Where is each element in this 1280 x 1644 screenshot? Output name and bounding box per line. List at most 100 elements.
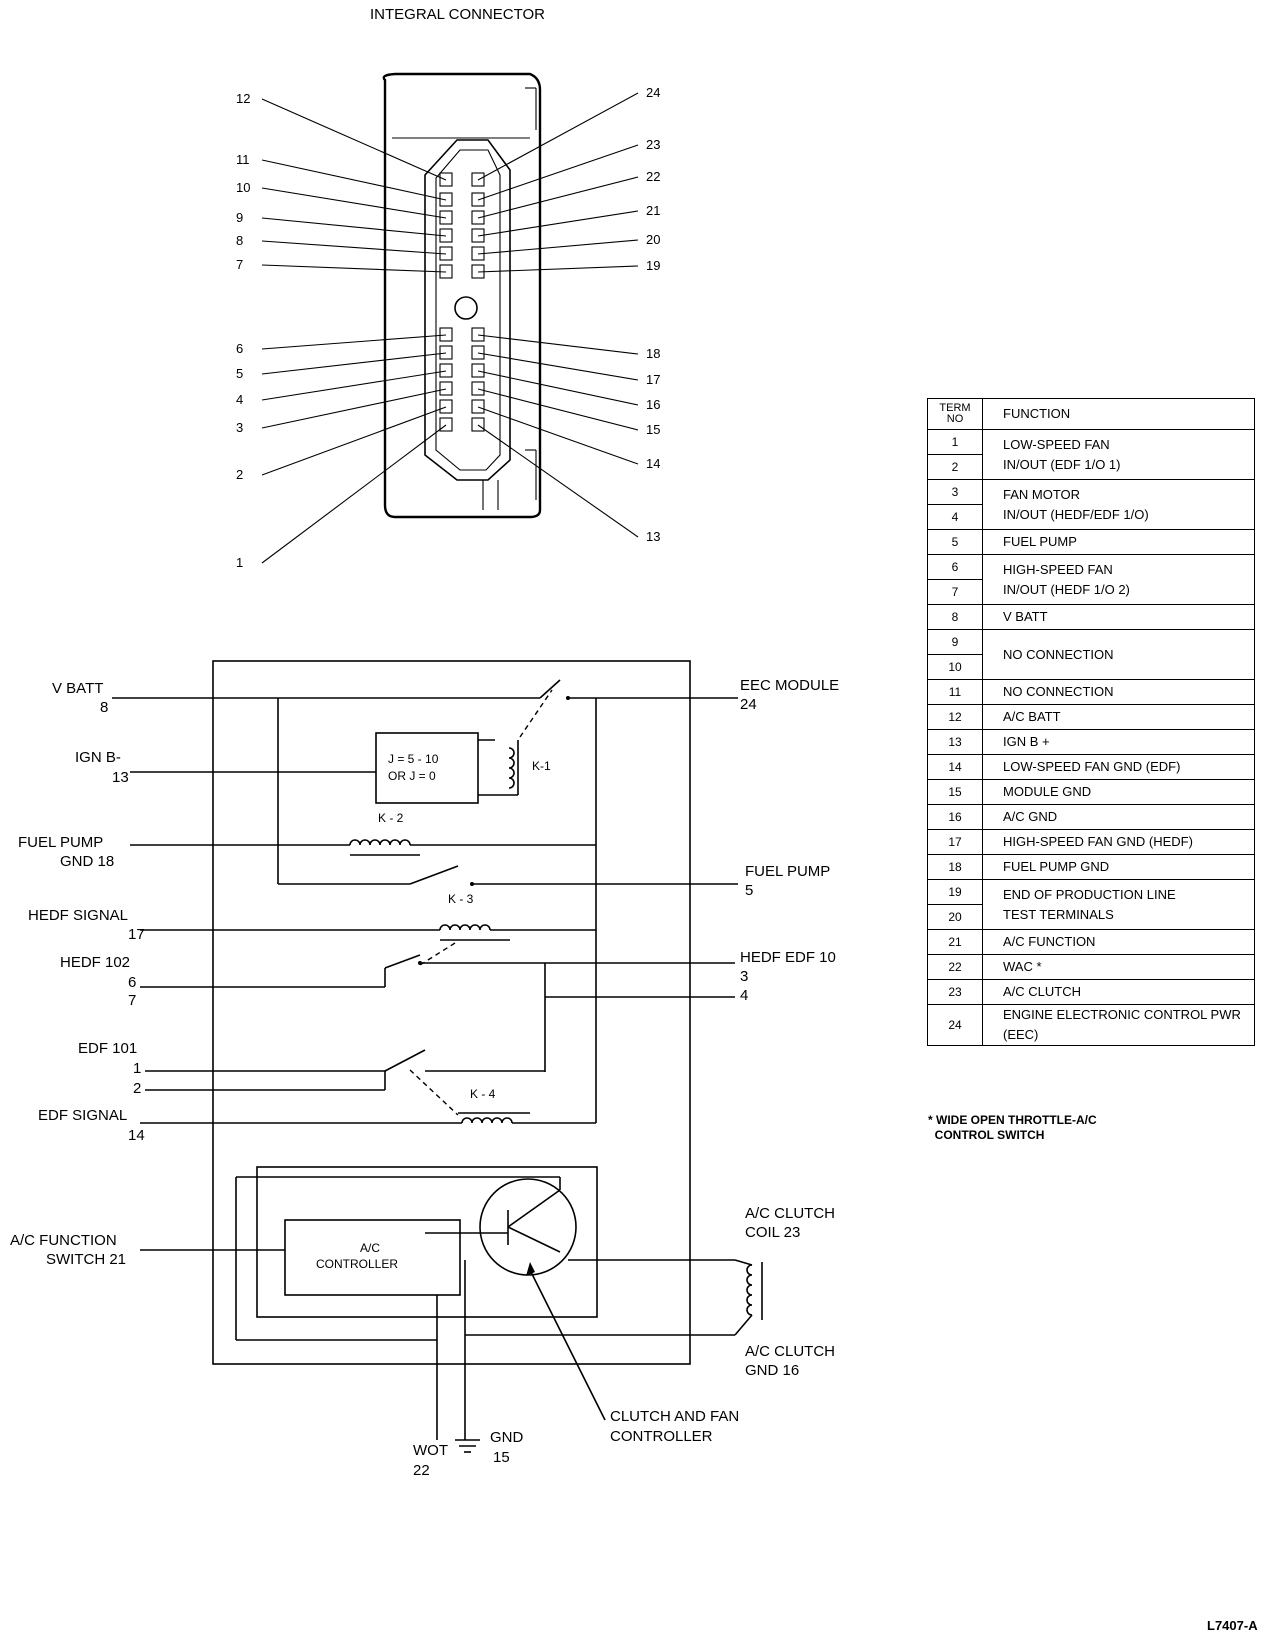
pin-leader-left: [261, 264, 447, 273]
function-line: IN/OUT (HEDF 1/O 2): [1003, 581, 1130, 597]
term-no-cell: 13: [927, 729, 983, 755]
term-no-cell: 24: [927, 1004, 983, 1046]
pin-leader-right: [477, 424, 639, 538]
pin-leader-left: [261, 406, 447, 476]
term-no-cell: 2: [927, 454, 983, 480]
function-cell: LOW-SPEED FAN GND (EDF): [982, 754, 1255, 780]
label-fuel-pump-gnd-2: GND 18: [60, 853, 114, 870]
function-cell: A/C FUNCTION: [982, 929, 1255, 955]
timer-line2: OR J = 0: [388, 769, 436, 783]
ac-controller-label-2: CONTROLLER: [316, 1257, 398, 1271]
label-ign-num: 13: [112, 769, 129, 786]
label-ac-clutch-gnd: A/C CLUTCH: [745, 1343, 835, 1360]
function-line: FAN MOTOR: [1003, 486, 1081, 502]
label-ign: IGN B-: [75, 749, 121, 766]
ac-controller-label-1: A/C: [360, 1241, 380, 1255]
label-clutch-fan-controller: CLUTCH AND FAN: [610, 1408, 739, 1425]
term-no-cell: 21: [927, 929, 983, 955]
pin-cell: [439, 399, 453, 414]
pin-label-right: 21: [646, 203, 660, 218]
pin-leader-left: [261, 352, 447, 375]
pin-cell: [439, 363, 453, 378]
pin-label-right: 13: [646, 529, 660, 544]
pin-leader-left: [261, 187, 447, 219]
function-cell: IGN B +: [982, 729, 1255, 755]
pin-label-left: 2: [236, 467, 243, 482]
term-no-cell: 16: [927, 804, 983, 830]
pin-leader-left: [261, 334, 447, 350]
term-no-cell: 5: [927, 529, 983, 555]
pin-cell: [439, 345, 453, 360]
connector-body: [382, 72, 542, 519]
pin-leader-right: [477, 388, 639, 431]
table-row: 4: [927, 504, 1255, 530]
function-cell: NO CONNECTION: [982, 629, 1255, 680]
label-hedf-edf-b: 4: [740, 987, 748, 1004]
term-no-cell: 22: [927, 954, 983, 980]
label-fuel-pump-out-num: 5: [745, 882, 753, 899]
function-cell: V BATT: [982, 604, 1255, 630]
pin-label-right: 24: [646, 85, 660, 100]
term-no-cell: 17: [927, 829, 983, 855]
pin-leader-left: [261, 388, 447, 429]
pin-label-right: 16: [646, 397, 660, 412]
label-k2: K - 2: [378, 811, 404, 825]
function-cell: A/C CLUTCH: [982, 979, 1255, 1005]
label-edf-signal-num: 14: [128, 1127, 145, 1144]
pin-cell: [471, 363, 485, 378]
timer-box: [375, 732, 479, 804]
label-edf-signal: EDF SIGNAL: [38, 1107, 127, 1124]
label-k1: K-1: [532, 759, 551, 773]
pin-cell: [439, 327, 453, 342]
pin-leader-left: [261, 217, 447, 237]
pin-label-left: 3: [236, 420, 243, 435]
function-cell: FUEL PUMP GND: [982, 854, 1255, 880]
label-gnd: GND: [490, 1429, 524, 1446]
function-line: TEST TERMINALS: [1003, 906, 1114, 922]
pin-leader-right: [477, 144, 639, 201]
pin-cell: [471, 327, 485, 342]
pin-cell: [439, 381, 453, 396]
term-no-cell: 11: [927, 679, 983, 705]
pin-cell: [471, 399, 485, 414]
label-ac-clutch-gnd-2: GND 16: [745, 1362, 799, 1379]
pin-leader-left: [261, 424, 447, 564]
term-no-cell: 14: [927, 754, 983, 780]
label-k3: K - 3: [448, 892, 474, 906]
header-term-no: TERM NO: [927, 398, 983, 430]
pin-leader-right: [477, 334, 639, 355]
label-clutch-fan-controller-2: CONTROLLER: [610, 1428, 713, 1445]
pin-label-left: 5: [236, 366, 243, 381]
figure-id: L7407-A: [1207, 1618, 1258, 1633]
term-no-cell: 7: [927, 579, 983, 605]
label-ac-function: A/C FUNCTION: [10, 1232, 117, 1249]
label-fuel-pump-gnd: FUEL PUMP: [18, 834, 103, 851]
pin-leader-left: [261, 240, 447, 255]
label-hedf-signal-num: 17: [128, 926, 145, 943]
pin-cell: [439, 417, 453, 432]
function-cell: NO CONNECTION: [982, 679, 1255, 705]
pin-label-left: 8: [236, 233, 243, 248]
term-no-cell: 20: [927, 904, 983, 930]
pin-cell: [471, 172, 485, 187]
function-line: IN/OUT (EDF 1/O 1): [1003, 456, 1121, 472]
label-eec-module: EEC MODULE: [740, 677, 839, 694]
table-row: 20: [927, 904, 1255, 930]
label-hedf-edf-a: 3: [740, 968, 748, 985]
function-cell: HIGH-SPEED FAN GND (HEDF): [982, 829, 1255, 855]
label-edf-101-b: 2: [133, 1080, 141, 1097]
timer-line1: J = 5 - 10: [388, 752, 439, 766]
pin-label-right: 23: [646, 137, 660, 152]
